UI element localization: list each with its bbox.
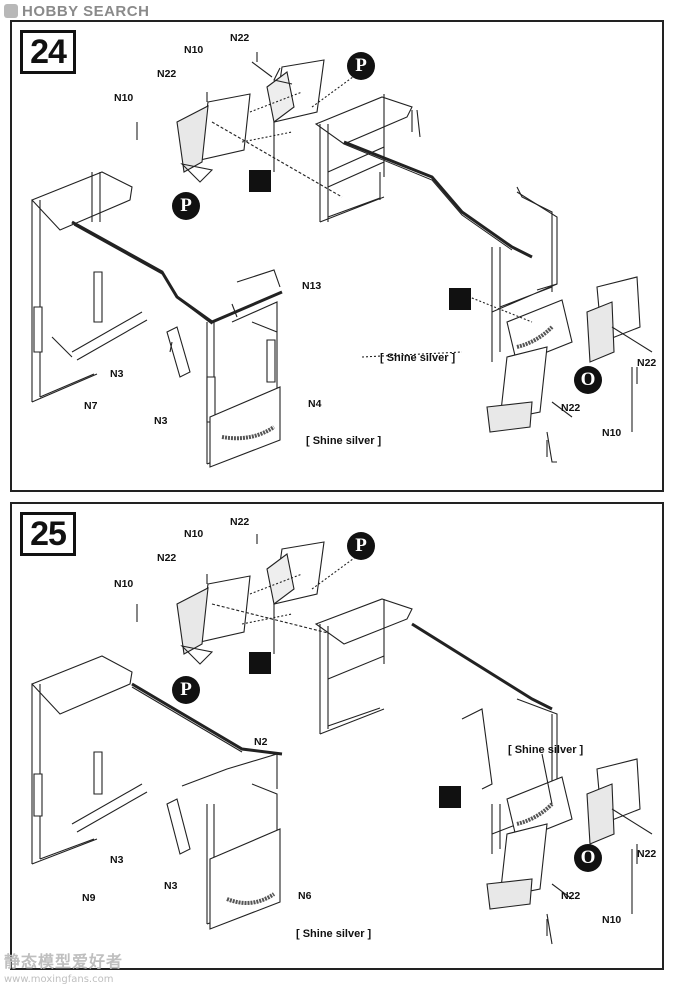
step-number: 25 <box>20 512 76 556</box>
part-label-n22: N22 <box>157 552 177 564</box>
part-label-n3: N3 <box>110 368 124 380</box>
transfer-arrow-icon <box>249 652 271 674</box>
part-label-n22: N22 <box>157 68 177 80</box>
seat-plate-n4 <box>209 386 281 468</box>
part-label-n3: N3 <box>154 415 168 427</box>
badge-o: O <box>574 366 602 394</box>
part-label-n13: N13 <box>302 280 322 292</box>
part-label-n10: N10 <box>602 427 622 439</box>
right-bracket-assembly <box>586 276 641 363</box>
step-24-assembly-drawing <box>31 52 653 468</box>
upper-seat-plate-right <box>266 59 325 123</box>
badge-p-lower: P <box>172 676 200 704</box>
paint-note: [ Shine silver ] <box>380 352 456 364</box>
right-seat-plate-top <box>506 299 573 365</box>
right-seat-plate-top <box>506 776 573 842</box>
watermark-chinese-text: 静态模型爱好者 <box>4 952 124 971</box>
right-frame <box>314 598 558 854</box>
part-label-n22: N22 <box>561 402 581 414</box>
paint-note: [ Shine silver ] <box>296 928 372 940</box>
part-label-n4: N4 <box>308 398 322 410</box>
legs <box>33 751 191 855</box>
right-bracket-assembly <box>586 758 641 845</box>
pins <box>136 52 638 457</box>
part-label-n10: N10 <box>184 528 204 540</box>
badge-p-upper: P <box>347 532 375 560</box>
hobby-search-logo-icon <box>4 4 18 18</box>
part-label-n6: N6 <box>298 890 312 902</box>
right-seat-plate-bottom <box>486 823 548 910</box>
pins <box>136 534 638 936</box>
part-label-n10: N10 <box>602 914 622 926</box>
part-label-n2: N2 <box>254 736 268 748</box>
seat-plate-n6 <box>209 828 281 930</box>
watermark-url: www.moxingfans.com <box>4 974 114 985</box>
legs <box>33 271 276 423</box>
paint-note: [ Shine silver ] <box>508 744 584 756</box>
upper-seat-plate-left <box>176 93 251 183</box>
step-24-panel: 24 <box>10 20 664 492</box>
right-frame <box>314 94 558 362</box>
paint-note: [ Shine silver ] <box>306 435 382 447</box>
step-number: 24 <box>20 30 76 74</box>
part-label-n9: N9 <box>82 892 96 904</box>
moxingfans-watermark: 静态模型爱好者 www.moxingfans.com <box>4 948 204 985</box>
badge-p-lower: P <box>172 192 200 220</box>
part-label-n22: N22 <box>637 357 657 369</box>
transfer-arrow-icon <box>249 170 271 192</box>
part-label-n10: N10 <box>184 44 204 56</box>
transfer-arrow-icon <box>439 786 461 808</box>
part-label-n3: N3 <box>110 854 124 866</box>
hobby-search-watermark: HOBBY SEARCH <box>0 0 200 22</box>
part-label-n22: N22 <box>230 516 250 528</box>
badge-p-upper: P <box>347 52 375 80</box>
hobby-search-brand: HOBBY SEARCH <box>22 2 150 20</box>
part-label-n10: N10 <box>114 92 134 104</box>
transfer-arrow-icon <box>449 288 471 310</box>
upper-seat-plate-left <box>176 575 251 665</box>
part-label-n7: N7 <box>84 400 98 412</box>
part-label-n10: N10 <box>114 578 134 590</box>
part-label-n22: N22 <box>561 890 581 902</box>
right-seat-plate-bottom <box>486 346 548 433</box>
step-25-panel: 25 <box>10 502 664 970</box>
part-label-n22: N22 <box>637 848 657 860</box>
step-25-assembly-drawing <box>31 534 653 945</box>
part-label-n22: N22 <box>230 32 250 44</box>
badge-o: O <box>574 844 602 872</box>
upper-seat-plate-right <box>266 541 325 605</box>
part-label-n3: N3 <box>164 880 178 892</box>
